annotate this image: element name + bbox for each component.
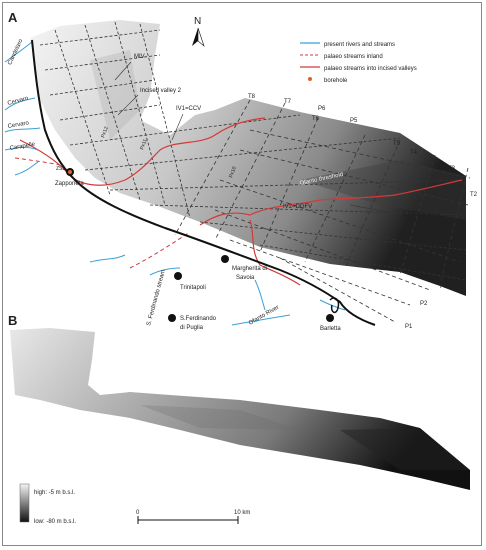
- town-barletta: [326, 314, 334, 322]
- town-s-ferdinando: [168, 314, 176, 322]
- transect-t5: T5: [393, 141, 401, 147]
- transect-t6: T6: [312, 116, 320, 122]
- label-iv1-ccv: IV1=CCV: [176, 106, 201, 112]
- label-px10: Px10: [228, 166, 238, 179]
- depth-legend-low: low: -80 m b.s.l.: [34, 519, 76, 525]
- transect-t8: T8: [248, 94, 256, 100]
- mid-depth-zone: [140, 405, 300, 430]
- north-label: N: [194, 16, 201, 27]
- figure-frame: [2, 2, 482, 546]
- dark-depth-zone: [340, 428, 470, 470]
- label-savoia: Savoia: [236, 275, 255, 281]
- scale-bar: [137, 516, 239, 524]
- borehole-zs2: [68, 170, 72, 174]
- label-zapponeta: Zapponeta: [55, 181, 84, 187]
- transect-labels: T8 T7 T6 T5 T4 T3 T2 P6 P5 P4 P3 P2 P1: [248, 94, 478, 330]
- leader-lines: [114, 61, 401, 215]
- legend-item-incised: palaeo streams into incised valleys: [324, 66, 417, 72]
- panel-b-bathymetry: [10, 328, 470, 490]
- transect-p4: P4: [455, 268, 463, 274]
- barletta-harbour: [329, 297, 340, 314]
- label-px3: PX3: [392, 244, 402, 250]
- transect-p6: P6: [318, 106, 326, 112]
- label-trinitapoli: Trinitapoli: [180, 285, 206, 291]
- label-incised-valley-2: Incised valley 2: [140, 88, 182, 94]
- north-arrow-icon: [192, 27, 205, 47]
- incised-valley-shade: [90, 50, 140, 140]
- panel-b-label: B: [8, 313, 17, 328]
- transect-t7: T7: [284, 99, 292, 105]
- scale-end: 10 km: [234, 510, 250, 516]
- label-barletta: Barletta: [320, 326, 341, 332]
- legend-item-rivers: present rivers and streams: [324, 42, 395, 48]
- label-px11: Px11: [139, 138, 148, 151]
- label-px2: PX2: [380, 261, 390, 267]
- legend-swatch-borehole: [308, 77, 312, 81]
- transect-t4: T4: [410, 150, 418, 156]
- label-cervaro-2: Cervaro: [7, 120, 30, 130]
- label-margherita: Margherita di: [232, 266, 267, 272]
- town-margherita: [221, 255, 229, 263]
- depth-legend-high: high: -5 m b.s.l.: [34, 490, 75, 496]
- town-trinitapoli: [174, 272, 182, 280]
- label-zs2: ZS2: [56, 166, 65, 172]
- transect-t2: T2: [470, 192, 478, 198]
- panel-a-bathymetry: [30, 20, 466, 296]
- legend: present rivers and streams palaeo stream…: [300, 42, 417, 84]
- transect-grid: [39, 21, 467, 281]
- t-transects: [174, 99, 469, 286]
- scale-start: 0: [136, 510, 140, 516]
- label-s-ferdinando-2: di Puglia: [180, 325, 204, 331]
- label-s-ferdinando-1: S.Ferdinando: [180, 316, 217, 322]
- label-px12: Px12: [100, 126, 110, 139]
- label-cervaro-1: Cervaro: [7, 95, 30, 106]
- label-carapelle: Carapelle: [9, 141, 36, 151]
- present-rivers: [4, 41, 346, 326]
- legend-item-borehole: borehole: [324, 78, 348, 84]
- panel-a-label: A: [8, 10, 18, 25]
- label-miv: MIV: [134, 54, 145, 60]
- transect-p5: P5: [350, 118, 358, 124]
- transect-p3: P3: [440, 284, 448, 290]
- depth-legend-ramp: [19, 483, 30, 523]
- dark-trough: [300, 160, 466, 220]
- transect-p1: P1: [405, 324, 413, 330]
- legend-item-inland: palaeo streams inland: [324, 54, 383, 60]
- label-iv2-dgfv: IV2=DGFV: [283, 204, 312, 210]
- towns: [66, 168, 334, 322]
- label-candelaro: Candelaro: [7, 38, 24, 66]
- label-s-ferdinando-stream: S. Ferdinando stream: [146, 269, 167, 326]
- palaeo-streams-incised: [19, 117, 463, 286]
- transect-t3: T3: [448, 166, 456, 172]
- label-barletta-strait: Barletta strait: [402, 212, 440, 219]
- transect-p2: P2: [420, 301, 428, 307]
